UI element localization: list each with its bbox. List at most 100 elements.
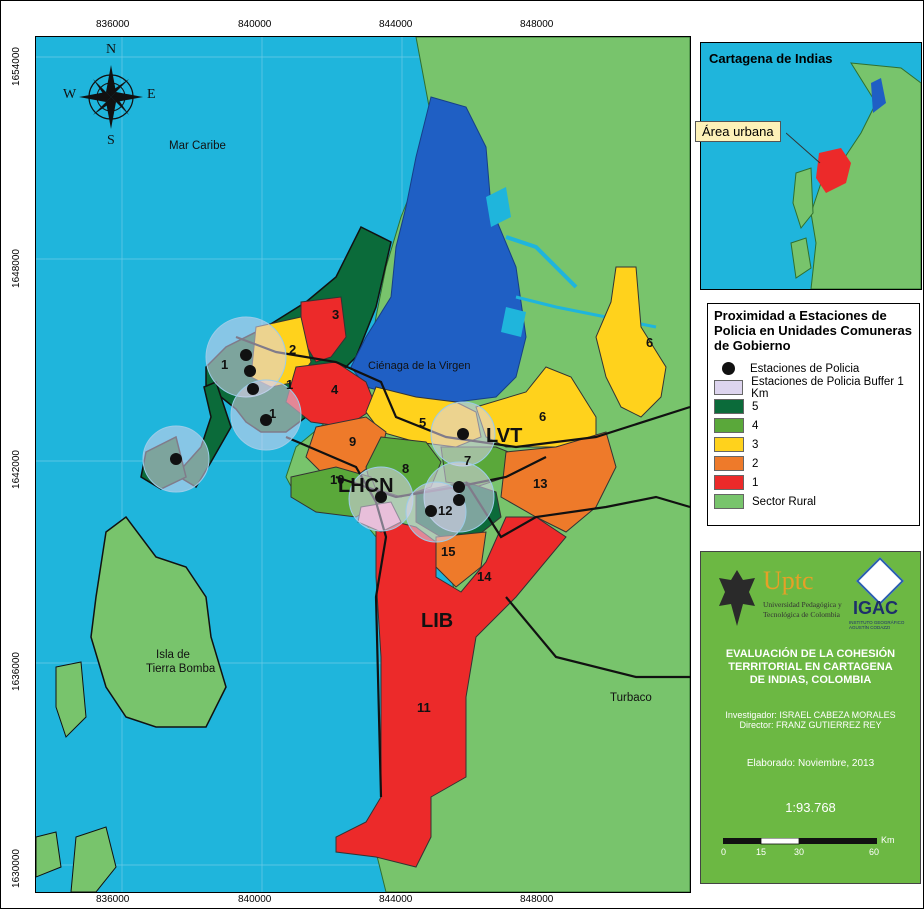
director: Director: FRANZ GUTIERREZ REY: [739, 720, 882, 730]
study-title: EVALUACIÓN DE LA COHESIÓN TERRITORIAL EN…: [701, 648, 920, 687]
zone-label-14: 14: [477, 569, 492, 584]
legend-label: Estaciones de Policia Buffer 1 Km: [751, 375, 904, 400]
scale-tick-60: 60: [869, 847, 880, 857]
uptc-eagle-icon: [719, 570, 755, 626]
coord-x-bottom-3: 844000: [379, 894, 413, 905]
label-isla-1: Isla de: [156, 649, 190, 661]
igac-sub: INSTITUTO GEOGRÁFICO AGUSTÍN CODAZZI: [849, 620, 905, 630]
legend-label: Estaciones de Policia: [750, 362, 860, 375]
locality-lhcn: LHCN: [338, 475, 394, 497]
zone-label-10: 10: [330, 472, 345, 487]
igac-logo: IGAC: [853, 598, 898, 618]
legend-item-2: 2: [708, 454, 919, 473]
legend-title: Proximidad a Estaciones de Policia en Un…: [714, 308, 912, 353]
zone-label-9: 9: [349, 434, 357, 449]
zone-label-7: 7: [464, 453, 472, 468]
legend-label: Sector Rural: [752, 495, 816, 508]
legend-swatch: [714, 399, 744, 414]
compass-rose-icon: [79, 65, 143, 129]
zone-label-1a: 1: [221, 357, 229, 372]
legend-label: 1: [752, 476, 759, 489]
legend-label: 4: [752, 419, 759, 432]
uptc-sub-1: Universidad Pedagógica y: [763, 600, 842, 609]
zone-label-1b: 1: [286, 377, 294, 392]
zone-label-13: 13: [533, 476, 548, 491]
coord-x-top-4: 848000: [520, 19, 554, 30]
study-title-3: DE INDIAS, COLOMBIA: [749, 674, 872, 686]
main-map[interactable]: N S E W Mar Caribe Ciénaga de la Virgen …: [35, 36, 691, 893]
investigador: Investigador: ISRAEL CABEZA MORALES: [725, 710, 896, 720]
legend-swatch: [714, 418, 744, 433]
inset-title: Cartagena de Indias: [709, 51, 833, 66]
label-mar-caribe: Mar Caribe: [169, 140, 226, 152]
legend-item-1: 1: [708, 473, 919, 492]
zone-11-14: [335, 516, 567, 868]
coord-y-left-2: 1648000: [10, 249, 22, 288]
compass-e: E: [147, 87, 156, 102]
main-map-svg: [36, 37, 690, 892]
legend-item-rural: Sector Rural: [708, 492, 919, 511]
inset-map-svg: [790, 62, 921, 289]
tierra-bomba: [90, 515, 227, 728]
info-panel: Uptc Universidad Pedagógica y Tecnológic…: [700, 551, 921, 884]
legend-swatch: [714, 380, 744, 395]
uptc-sub-2: Tecnológica de Colombia: [763, 610, 840, 619]
legend-swatch: [714, 494, 744, 509]
coord-x-top-1: 836000: [96, 19, 130, 30]
zone-label-6a: 6: [539, 409, 547, 424]
legend-label: 2: [752, 457, 759, 470]
legend-item-buffer: Estaciones de Policia Buffer 1 Km: [708, 375, 919, 400]
station-dot-icon: [714, 362, 742, 375]
study-title-1: EVALUACIÓN DE LA COHESIÓN: [725, 648, 896, 660]
locality-lvt: LVT: [486, 425, 523, 447]
zone-label-11: 11: [417, 700, 431, 715]
zone-label-1c: 1: [269, 406, 277, 421]
locality-lib: LIB: [421, 610, 454, 632]
scale-unit: Km: [881, 835, 895, 845]
scale-bar: [723, 838, 877, 845]
legend-swatch: [714, 456, 744, 471]
zone-label-5: 5: [419, 415, 427, 430]
scale-ratio: 1:93.768: [785, 800, 836, 815]
legend-item-5: 5: [708, 397, 919, 416]
coord-y-left-3: 1642000: [10, 450, 22, 489]
coord-y-left-5: 1630000: [10, 849, 22, 888]
zone-label-4: 4: [331, 382, 339, 397]
coord-x-top-2: 840000: [238, 19, 272, 30]
legend-label: 3: [752, 438, 759, 451]
label-cienaga: Ciénaga de la Virgen: [368, 360, 471, 372]
legend-panel: Proximidad a Estaciones de Policia en Un…: [707, 303, 920, 526]
coord-y-left-1: 1654000: [10, 47, 22, 86]
legend-item-stations: Estaciones de Policia: [708, 359, 919, 378]
legend-item-4: 4: [708, 416, 919, 435]
zone-label-3: 3: [332, 307, 340, 322]
coord-x-bottom-4: 848000: [520, 894, 554, 905]
zone-label-8: 8: [402, 461, 410, 476]
scale-tick-0: 0: [721, 847, 727, 857]
zone-label-12: 12: [438, 503, 453, 518]
inset-map[interactable]: Cartagena de Indias: [700, 42, 922, 290]
scale-tick-15: 15: [756, 847, 767, 857]
zone-13: [500, 431, 617, 533]
legend-swatch: [714, 475, 744, 490]
compass-n: N: [106, 42, 117, 57]
scale-tick-30: 30: [794, 847, 805, 857]
legend-item-3: 3: [708, 435, 919, 454]
coord-x-bottom-1: 836000: [96, 894, 130, 905]
compass-w: W: [63, 87, 77, 102]
callout-leader: [786, 132, 821, 164]
zone-label-2: 2: [289, 342, 297, 357]
uptc-logo: Uptc: [763, 566, 814, 595]
legend-swatch: [714, 437, 744, 452]
elaborado: Elaborado: Noviembre, 2013: [746, 758, 875, 769]
zone-6-east: [595, 266, 667, 418]
coord-x-bottom-2: 840000: [238, 894, 272, 905]
label-turbaco: Turbaco: [610, 692, 652, 704]
coord-y-left-4: 1636000: [10, 652, 22, 691]
tierra-bomba-tip: [55, 661, 87, 738]
compass-s: S: [107, 133, 115, 148]
label-isla-2: Tierra Bomba: [146, 663, 216, 675]
area-urbana-callout: Área urbana: [695, 121, 781, 142]
zone-label-15: 15: [441, 544, 456, 559]
legend-label: 5: [752, 400, 759, 413]
